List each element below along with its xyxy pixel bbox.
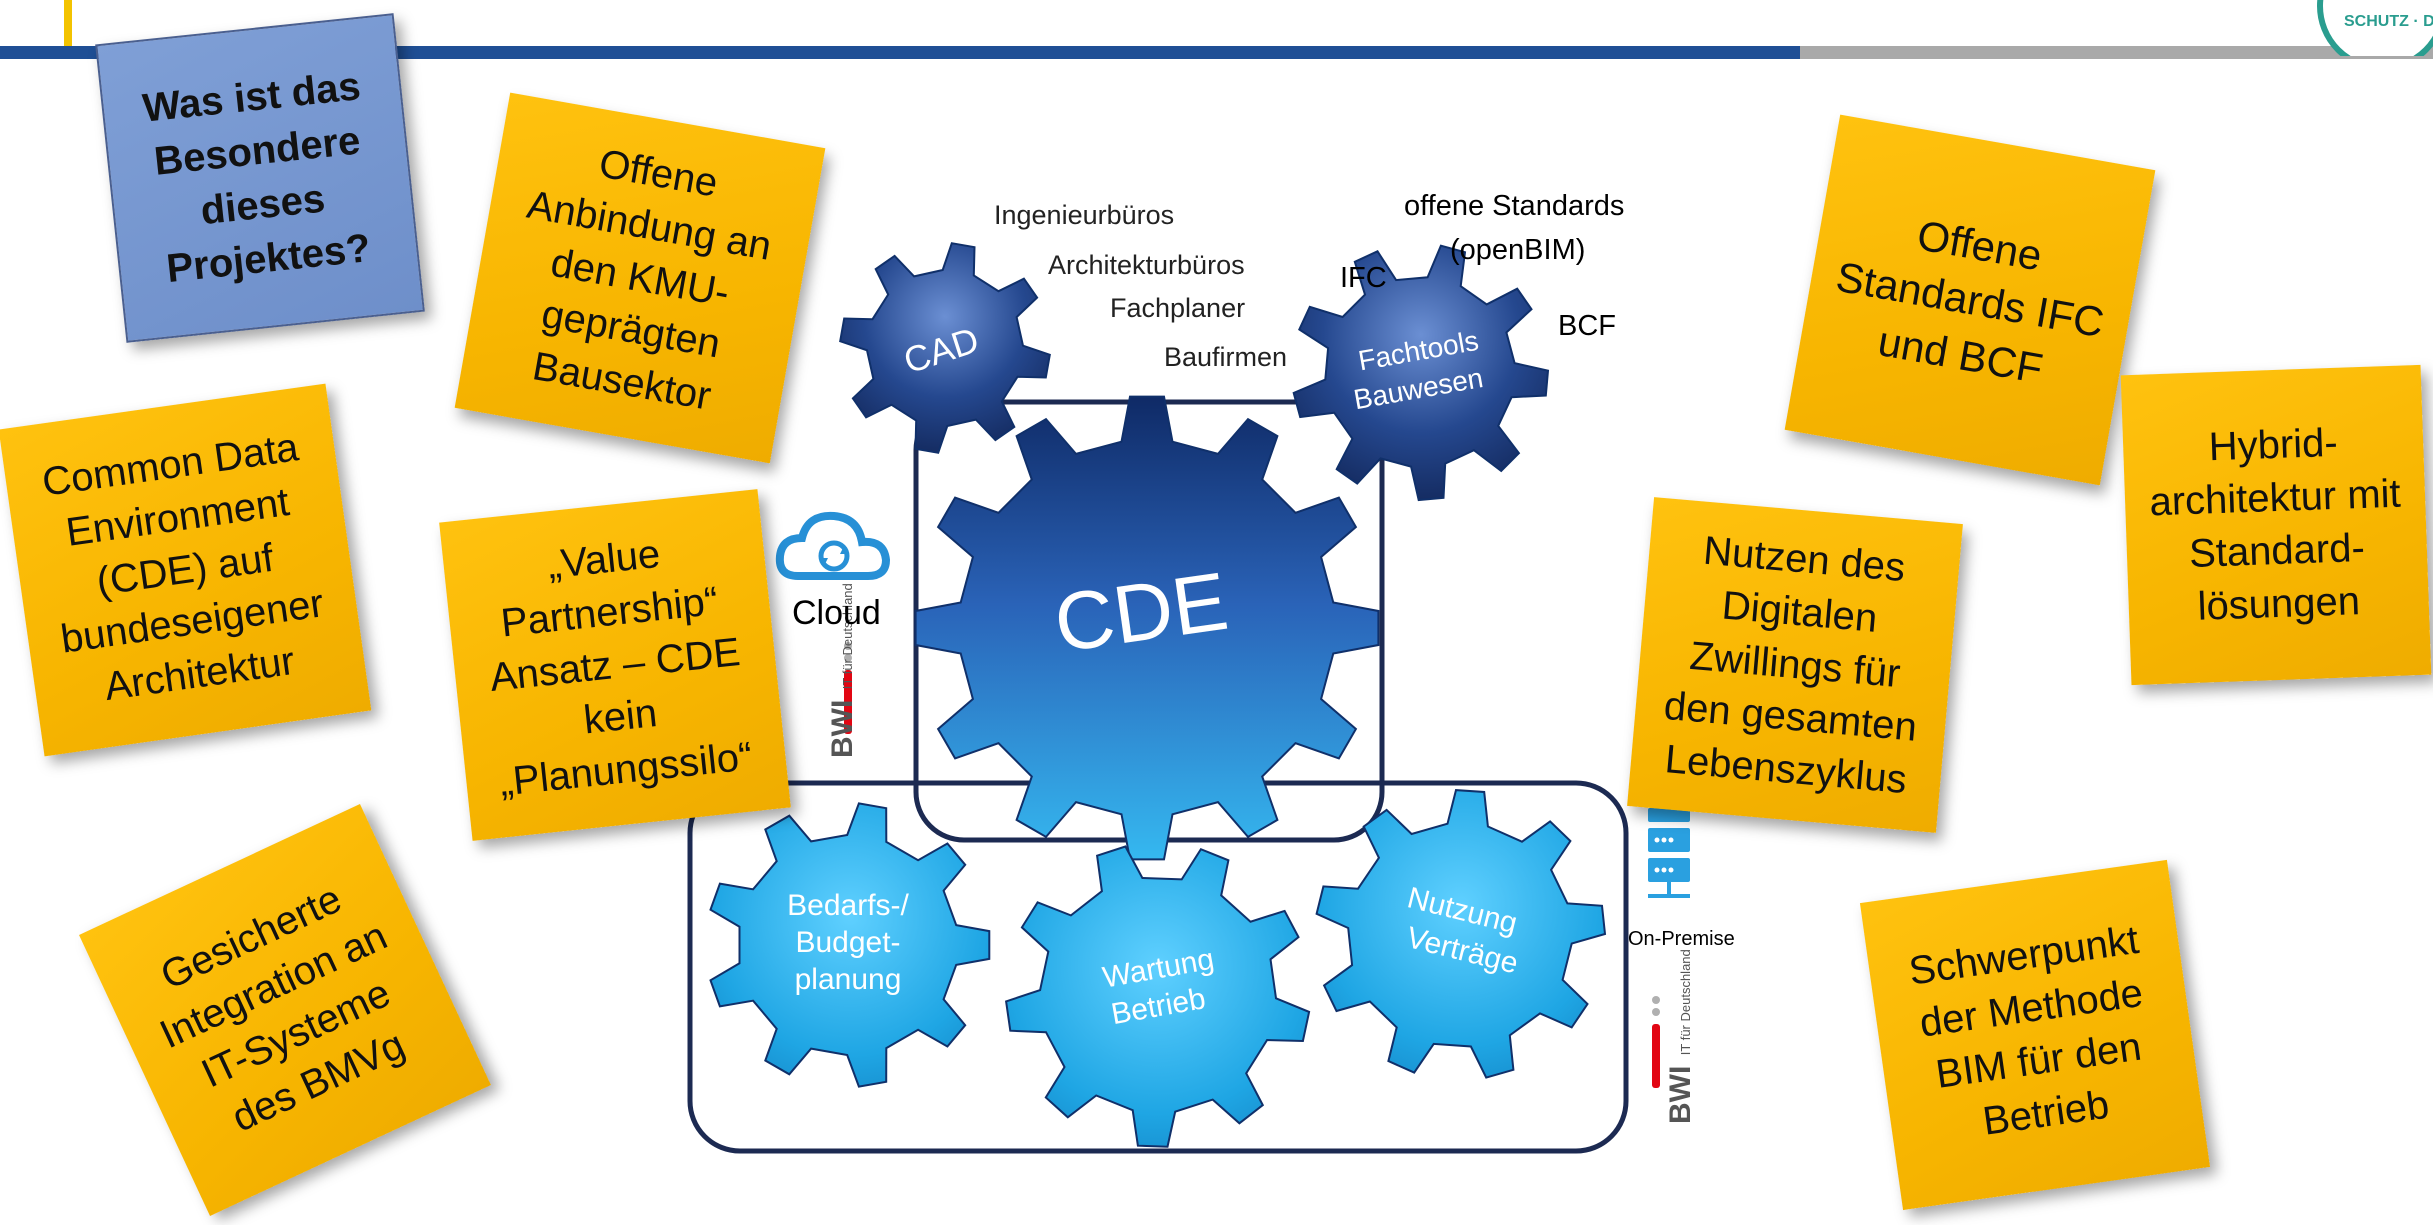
organization-logo: SCHUTZ · DIENSTL <box>2317 0 2433 56</box>
note-digitaler-zwilling: Nutzen des Digitalen Zwillings für den g… <box>1627 497 1963 833</box>
header-band-grey <box>1800 46 2433 59</box>
note-special: Was ist das Besondere dieses Projektes? <box>95 13 425 343</box>
label-cloud: Cloud <box>792 594 881 632</box>
gear-cde <box>914 395 1380 861</box>
label-on-premise: On-Premise <box>1628 928 1735 950</box>
cloud-icon <box>775 511 891 580</box>
header-accent-bar <box>64 0 72 46</box>
gear-cad <box>839 242 1051 454</box>
label-ingenieurbueros: Ingenieurbüros <box>994 200 1175 230</box>
gear-nutzung <box>1315 789 1607 1079</box>
svg-text:SCHUTZ · DIENSTL: SCHUTZ · DIENSTL <box>2344 13 2433 30</box>
label-ifc: IFC <box>1340 262 1387 294</box>
note-offene-standards: Offene Standards IFC und BCF <box>1784 114 2156 486</box>
note-hybrid: Hybrid-architektur mit Standard-lösungen <box>2120 364 2432 686</box>
label-baufirmen: Baufirmen <box>1164 342 1288 372</box>
header-band <box>0 46 1800 59</box>
note-offene-anbindung: Offene Anbindung an den KMU-geprägten Ba… <box>454 92 826 464</box>
label-openbim: (openBIM) <box>1450 234 1586 266</box>
bwi-wordmark-premise: BWI IT für Deutschland <box>1664 949 1697 1124</box>
gear-fachtools <box>1292 244 1550 502</box>
note-value-partnership: „Value Partnership“ Ansatz – CDE kein „P… <box>439 489 791 841</box>
server-icon <box>1648 808 1690 898</box>
label-fachplaner: Fachplaner <box>1110 293 1246 323</box>
label-bcf: BCF <box>1558 310 1616 342</box>
bwi-logo-cloud <box>844 642 852 734</box>
note-cde-bundeseigen: Common Data Environment (CDE) auf bundes… <box>0 383 372 757</box>
gear-bedarf <box>709 802 991 1088</box>
gear-wartung <box>1004 845 1311 1148</box>
label-offene-standards: offene Standards <box>1404 190 1625 222</box>
label-architekturbueros: Architekturbüros <box>1048 250 1245 280</box>
bwi-logo-premise <box>1652 996 1660 1088</box>
note-schwerpunkt: Schwerpunkt der Methode BIM für den Betr… <box>1859 859 2211 1211</box>
